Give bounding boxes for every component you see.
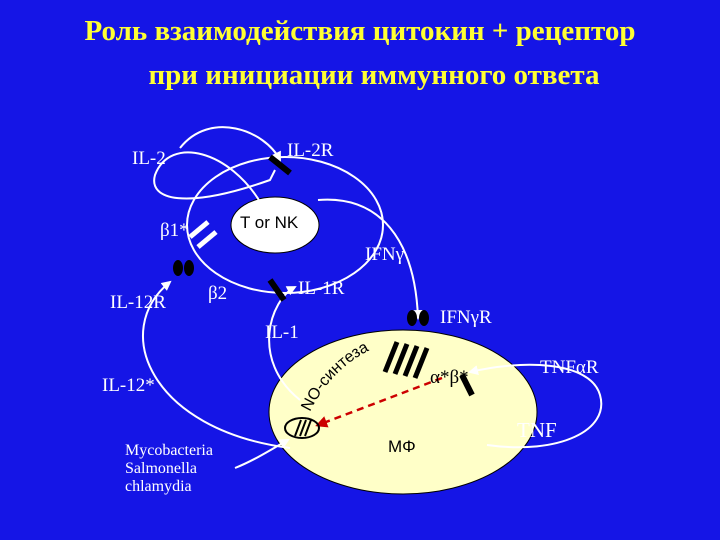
il2r-receptor bbox=[268, 154, 292, 176]
il12-label: IL-12* bbox=[102, 375, 155, 396]
b1-receptor-bar-1 bbox=[188, 220, 210, 239]
il2r-label: IL-2R bbox=[287, 140, 334, 161]
il12-arrow bbox=[142, 280, 291, 449]
ifngr-label: IFNγR bbox=[440, 307, 492, 328]
pathogen-list: Mycobacteria Salmonella chlamydia bbox=[125, 442, 213, 496]
il12r-label: IL-12R bbox=[110, 292, 166, 313]
b2-receptor-dot-1 bbox=[173, 260, 183, 276]
tnf-label: TNF bbox=[517, 418, 557, 442]
title-line2: при инициации иммунного ответа bbox=[148, 59, 600, 91]
t-cell-loop bbox=[186, 156, 384, 294]
tnfar-label: TNFαR bbox=[540, 357, 599, 378]
b2-label: β2 bbox=[208, 283, 228, 304]
il1r-receptor bbox=[267, 278, 287, 302]
ifng-label: IFNγ bbox=[365, 244, 405, 265]
il1-arrow bbox=[268, 286, 301, 401]
macrophage-receptor-bars bbox=[382, 341, 430, 379]
il2-arrow-line bbox=[179, 126, 281, 162]
tnf-arrow bbox=[468, 363, 603, 449]
ifngr-dot-1 bbox=[407, 310, 417, 326]
pathogen-arrow bbox=[234, 439, 290, 469]
il2-label: IL-2 bbox=[132, 148, 166, 169]
no-synthase-icon bbox=[284, 417, 320, 439]
macrophage-label: MΦ bbox=[388, 437, 416, 456]
pathogen-item: Mycobacteria bbox=[125, 442, 213, 459]
pathogen-item: Salmonella bbox=[125, 460, 197, 477]
il2-arrow bbox=[153, 151, 276, 206]
tnfar-receptor bbox=[459, 373, 475, 397]
il1r-label: IL-1R bbox=[298, 278, 345, 299]
pathogen-item: chlamydia bbox=[125, 478, 192, 495]
ifngr-dot-2 bbox=[419, 310, 429, 326]
ab-label: α*β* bbox=[430, 367, 469, 388]
title-line1: Роль взаимодействия цитокин + рецептор bbox=[84, 15, 636, 47]
ifng-arrow bbox=[317, 198, 423, 320]
no-synthase-hatch bbox=[294, 419, 312, 437]
t-nk-cell bbox=[230, 196, 320, 254]
il1-label: IL-1 bbox=[265, 322, 299, 343]
b2-receptor-dot-2 bbox=[184, 260, 194, 276]
t-or-nk-label: T or NK bbox=[240, 213, 299, 232]
b1-receptor-bar-2 bbox=[196, 230, 218, 249]
b1-label: β1* bbox=[160, 220, 189, 241]
no-synthase-arrow bbox=[315, 376, 443, 428]
